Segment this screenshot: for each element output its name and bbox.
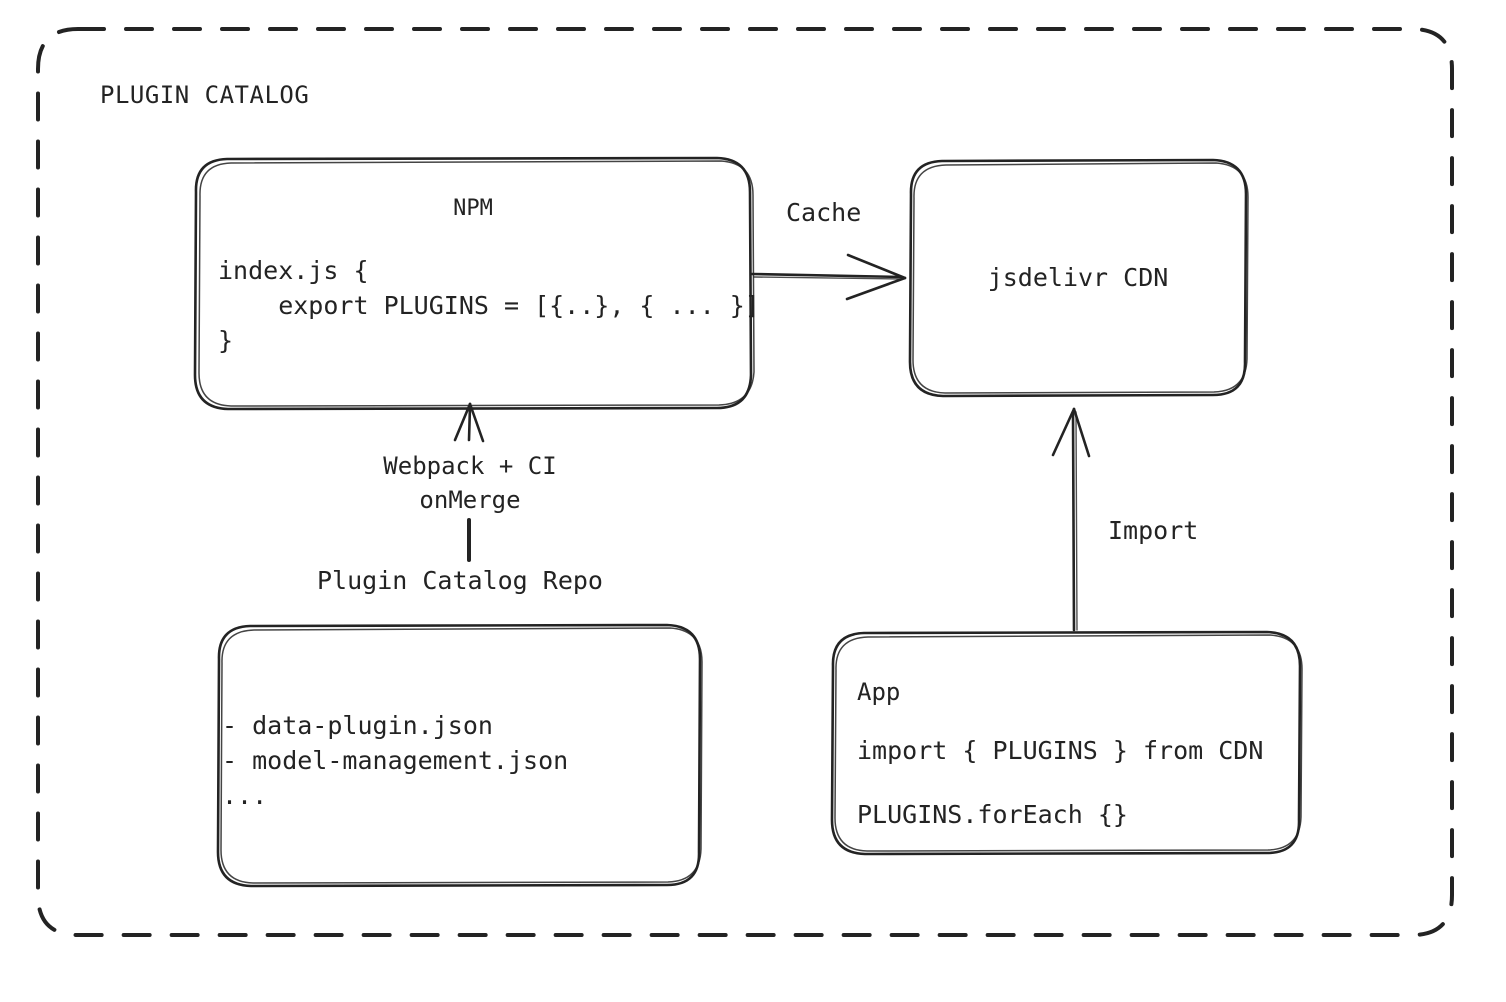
npm-code-line: export PLUGINS = [{..}, { ... }] <box>218 291 760 320</box>
repo-file-line: - data-plugin.json <box>222 711 493 740</box>
npm-code-line: } <box>218 326 234 355</box>
edge-label-import: Import <box>1108 516 1199 545</box>
edge-label-line: Webpack + CI <box>383 452 557 480</box>
repo-file-line: ... <box>222 781 268 810</box>
repo-file-line: - model-management.json <box>222 746 569 775</box>
edge-label-cache: Cache <box>786 198 862 227</box>
arrow-app-to-cdn <box>1051 407 1091 632</box>
repo-node-caption: Plugin Catalog Repo <box>317 566 603 595</box>
app-node-code-line-2: PLUGINS.forEach {} <box>857 800 1128 829</box>
edge-label-line: onMerge <box>419 486 521 514</box>
repo-node[interactable] <box>218 625 703 887</box>
cdn-node[interactable] <box>910 160 1250 397</box>
cdn-node-title: jsdelivr CDN <box>987 263 1169 292</box>
npm-node[interactable] <box>195 158 755 410</box>
edge-label-webpack-ci: Webpack + CI onMerge <box>330 449 610 517</box>
app-node-code-line-1: import { PLUGINS } from CDN <box>857 736 1264 765</box>
npm-node-title: NPM <box>453 196 493 221</box>
app-node[interactable] <box>832 632 1303 855</box>
arrow-npm-to-cdn <box>750 253 907 301</box>
app-node-title: App <box>857 678 901 706</box>
npm-node-code: index.js { export PLUGINS = [{..}, { ...… <box>218 253 760 358</box>
repo-node-file-list: - data-plugin.json - model-management.js… <box>222 708 568 813</box>
page-title: PLUGIN CATALOG <box>100 81 310 109</box>
npm-code-line: index.js { <box>218 256 369 285</box>
